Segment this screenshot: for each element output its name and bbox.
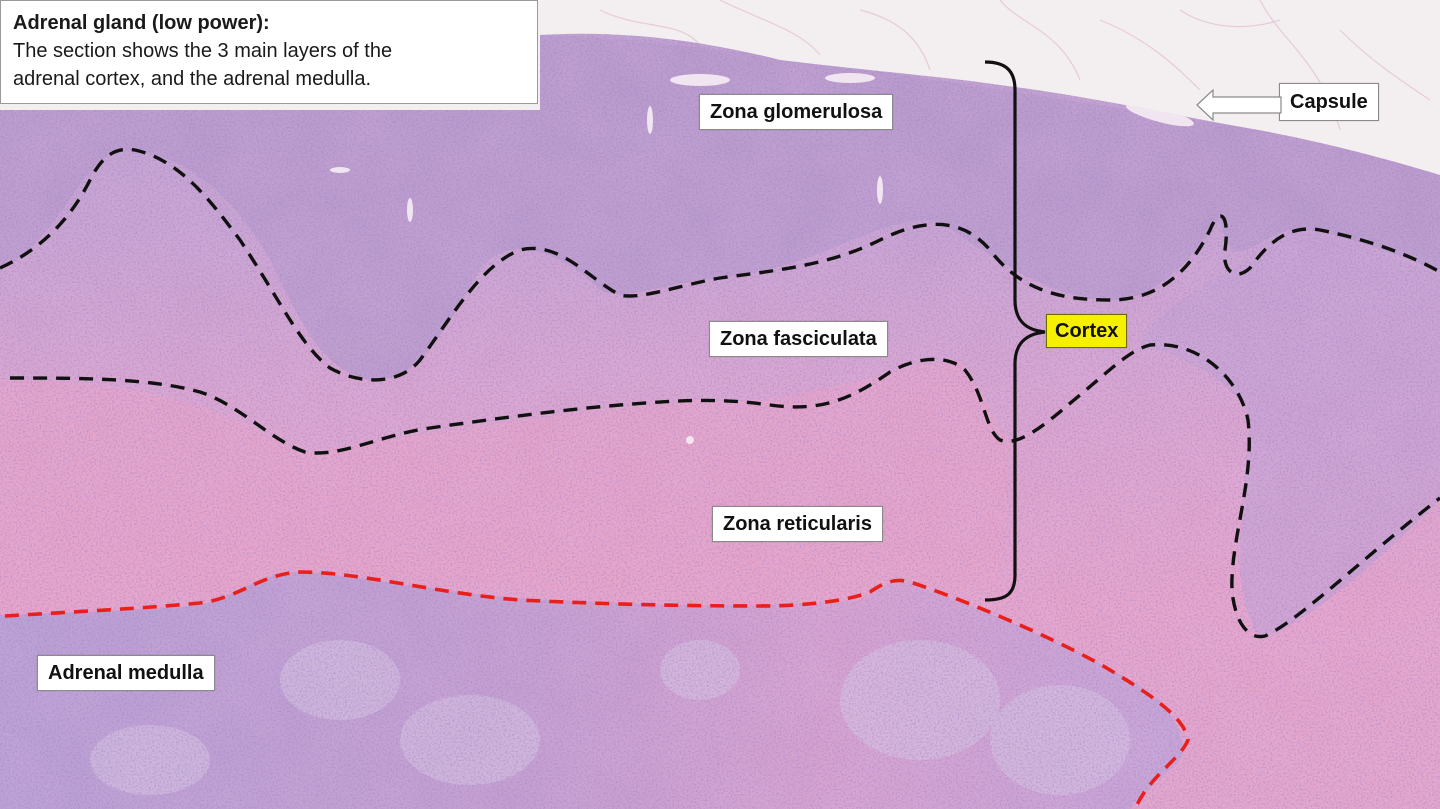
cortex-bracket bbox=[984, 60, 1046, 602]
caption-line-2: adrenal cortex, and the adrenal medulla. bbox=[13, 68, 372, 90]
label-cortex: Cortex bbox=[1046, 314, 1128, 348]
capsule-arrow-icon bbox=[1196, 88, 1282, 122]
label-capsule: Capsule bbox=[1279, 83, 1379, 121]
label-zona-fasciculata: Zona fasciculata bbox=[709, 321, 888, 357]
caption-line-1: The section shows the 3 main layers of t… bbox=[13, 40, 393, 62]
cortical-zone-boundaries bbox=[0, 147, 1440, 639]
caption-title: Adrenal gland (low power): bbox=[13, 12, 270, 34]
label-zona-reticularis: Zona reticularis bbox=[712, 506, 883, 542]
figure-caption: Adrenal gland (low power): The section s… bbox=[0, 0, 538, 104]
label-zona-glomerulosa: Zona glomerulosa bbox=[699, 94, 894, 130]
corticomedullary-boundary bbox=[4, 570, 1190, 809]
label-adrenal-medulla: Adrenal medulla bbox=[37, 655, 215, 691]
